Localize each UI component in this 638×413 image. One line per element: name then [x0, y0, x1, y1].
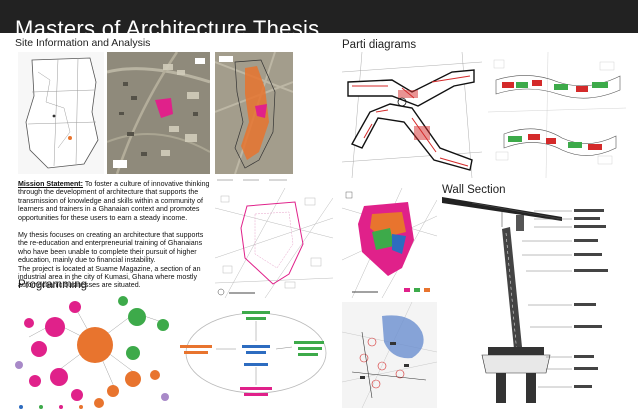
- wall-section-drawing: [442, 197, 632, 409]
- ghana-region-map: [18, 52, 104, 174]
- parti-diagram-program: [488, 52, 626, 178]
- master-site-plan: [342, 302, 437, 408]
- mission-text-block: Mission Statement: To foster a culture o…: [18, 180, 213, 290]
- project-location-text: The project is located at Suame Magazine…: [18, 264, 201, 290]
- section-heading-parti: Parti diagrams: [342, 39, 417, 51]
- programming-cycle-diagram: [176, 305, 336, 403]
- thesis-focus-text: My thesis focuses on creating an archite…: [18, 231, 204, 265]
- page-title: Masters of Architecture Thesis: [15, 16, 320, 41]
- parti-diagram-structure: [342, 52, 482, 178]
- zoning-plan: [342, 188, 437, 298]
- mission-statement: To foster a culture of innovative thinki…: [18, 180, 210, 222]
- mission-label: Mission Statement:: [18, 180, 84, 188]
- programming-bubble-diagram: [15, 293, 175, 411]
- section-heading-site: Site Information and Analysis: [15, 37, 151, 49]
- section-heading-wall: Wall Section: [442, 184, 506, 196]
- title-bar: [0, 0, 638, 33]
- site-boundary-plan: [215, 188, 333, 298]
- site-zoom-overlay: [215, 52, 293, 174]
- site-map-legend: [215, 177, 295, 183]
- section-heading-programming: Programming: [18, 279, 88, 291]
- site-aerial-photo: [107, 52, 210, 174]
